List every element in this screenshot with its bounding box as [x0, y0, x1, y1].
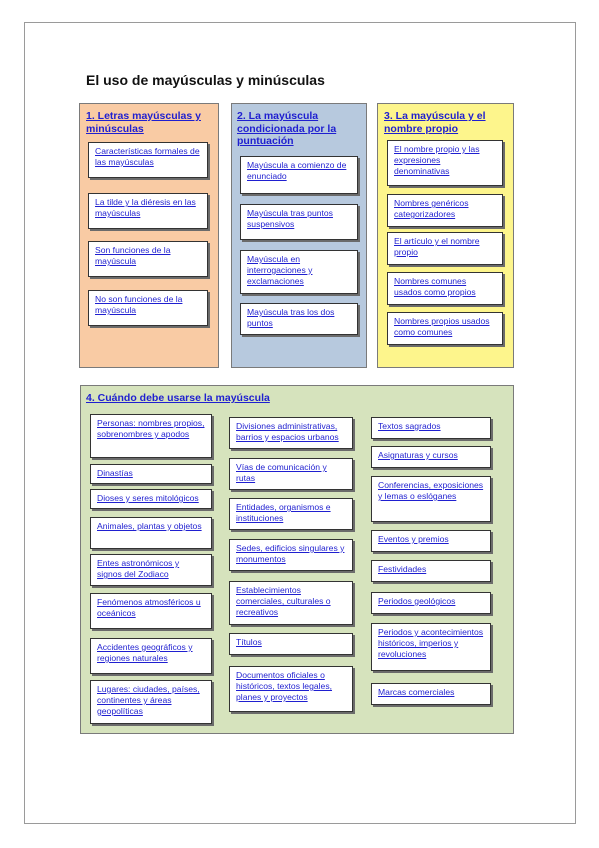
section-1-item[interactable]: Son funciones de la mayúscula [88, 241, 208, 277]
section-4-item[interactable]: Conferencias, exposiciones y lemas o esl… [371, 476, 491, 522]
page-title: El uso de mayúsculas y minúsculas [86, 72, 325, 88]
section-3-item[interactable]: El artículo y el nombre propio [387, 232, 503, 265]
section-4-item[interactable]: Establecimientos comerciales, culturales… [229, 581, 353, 625]
section-4-item[interactable]: Títulos [229, 633, 353, 655]
section-4-item[interactable]: Textos sagrados [371, 417, 491, 439]
section-4-item[interactable]: Marcas comerciales [371, 683, 491, 705]
section-2-item[interactable]: Mayúscula en interrogaciones y exclamaci… [240, 250, 358, 294]
section-4-item[interactable]: Documentos oficiales o históricos, texto… [229, 666, 353, 712]
section-4-item[interactable]: Entes astronómicos y signos del Zodiaco [90, 554, 212, 586]
section-3-item[interactable]: El nombre propio y las expresiones denom… [387, 140, 503, 186]
section-2-item[interactable]: Mayúscula a comienzo de enunciado [240, 156, 358, 194]
section-2-title[interactable]: 2. La mayúscula condicionada por la punt… [237, 110, 337, 147]
section-2-item[interactable]: Mayúscula tras puntos suspensivos [240, 204, 358, 240]
section-4-item[interactable]: Dinastías [90, 464, 212, 484]
section-1-item[interactable]: La tilde y la diéresis en las mayúsculas [88, 193, 208, 229]
section-4-item[interactable]: Dioses y seres mitológicos [90, 489, 212, 509]
section-4-item[interactable]: Fenómenos atmosféricos u oceánicos [90, 593, 212, 629]
section-4-item[interactable]: Personas: nombres propios, sobrenombres … [90, 414, 212, 458]
section-4-item[interactable]: Vías de comunicación y rutas [229, 458, 353, 490]
section-3-item[interactable]: Nombres comunes usados como propios [387, 272, 503, 305]
section-4-item[interactable]: Accidentes geográficos y regiones natura… [90, 638, 212, 674]
section-4-item[interactable]: Periodos geológicos [371, 592, 491, 614]
section-1-item[interactable]: No son funciones de la mayúscula [88, 290, 208, 326]
section-4-item[interactable]: Animales, plantas y objetos [90, 517, 212, 549]
section-3-item[interactable]: Nombres propios usados como comunes [387, 312, 503, 345]
section-4-item[interactable]: Lugares: ciudades, países, continentes y… [90, 680, 212, 724]
section-4-item[interactable]: Divisiones administrativas, barrios y es… [229, 417, 353, 449]
section-4-item[interactable]: Periodos y acontecimientos históricos, i… [371, 623, 491, 671]
section-1-item[interactable]: Características formales de las mayúscul… [88, 142, 208, 178]
section-4-item[interactable]: Festividades [371, 560, 491, 582]
section-1-title[interactable]: 1. Letras mayúsculas y minúsculas [86, 110, 201, 135]
section-3-item[interactable]: Nombres genéricos categorizadores [387, 194, 503, 227]
section-4-item[interactable]: Eventos y premios [371, 530, 491, 552]
section-4-title[interactable]: 4. Cuándo debe usarse la mayúscula [86, 392, 270, 404]
section-4-item[interactable]: Sedes, edificios singulares y monumentos [229, 539, 353, 571]
section-2-item[interactable]: Mayúscula tras los dos puntos [240, 303, 358, 335]
section-3-title[interactable]: 3. La mayúscula y el nombre propio [384, 110, 486, 135]
section-4-item[interactable]: Entidades, organismos e instituciones [229, 498, 353, 530]
section-4-item[interactable]: Asignaturas y cursos [371, 446, 491, 468]
